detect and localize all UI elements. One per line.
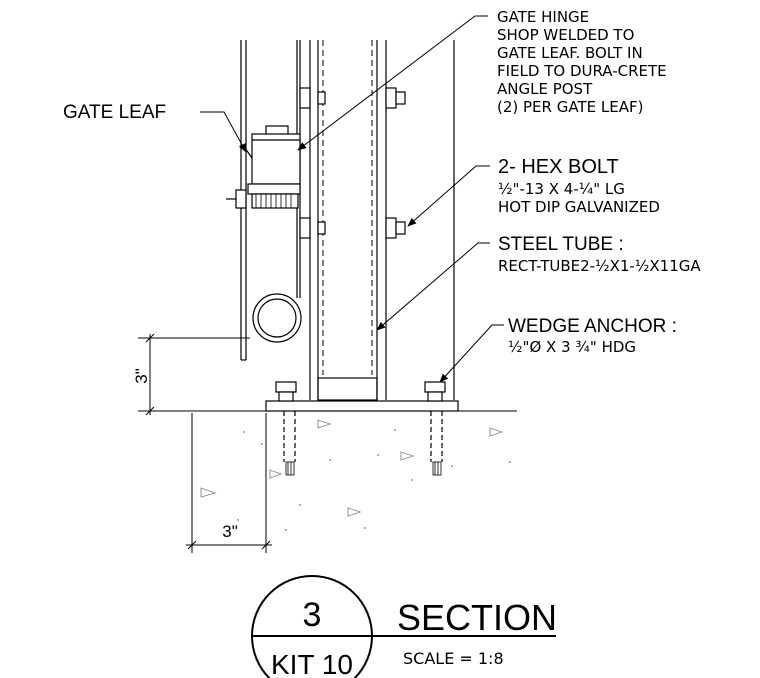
section-title-bubble: [251, 575, 556, 678]
concrete-section: [200, 419, 511, 531]
steel-tube-title: STEEL TUBE :: [498, 234, 624, 255]
gate-hinge-label: GATE HINGE SHOP WELDED TO GATE LEAF. BOL…: [497, 8, 667, 116]
gate-hinge: [226, 125, 301, 209]
leader-lines: [200, 15, 504, 383]
gate-leaf-label: GATE LEAF: [63, 102, 166, 123]
gate-hinge-line-2: SHOP WELDED TO: [497, 26, 634, 44]
horizontal-dimension-text: 3": [222, 522, 238, 541]
gate-hinge-line-6: (2) PER GATE LEAF): [497, 98, 643, 116]
wedge-anchor-spec: ½"Ø X 3 ¾" HDG: [508, 338, 636, 356]
post-bolts: [299, 87, 406, 239]
gate-hinge-line-4: FIELD TO DURA-CRETE: [497, 62, 667, 80]
section-number: 3: [303, 596, 322, 634]
steel-tube-spec: RECT-TUBE2-½X1-½X11GA: [498, 257, 701, 275]
gate-hinge-line-3: GATE LEAF. BOLT IN: [497, 44, 643, 62]
section-scale: SCALE = 1:8: [403, 649, 504, 668]
sheet-reference: KIT 10: [271, 649, 353, 678]
wedge-anchor-title: WEDGE ANCHOR :: [508, 316, 677, 337]
gate-hinge-line-5: ANGLE POST: [497, 80, 593, 98]
angle-post: [309, 40, 455, 401]
hex-bolt-finish: HOT DIP GALVANIZED: [498, 198, 660, 216]
hex-bolt-spec: ½"-13 X 4-¼" LG: [498, 180, 625, 198]
base-plate: [265, 400, 459, 412]
steel-tube-hidden-lines: [322, 40, 373, 375]
section-title: SECTION: [397, 597, 557, 638]
wedge-anchors: [275, 381, 446, 476]
horizontal-dimension: [186, 413, 272, 553]
gate-hinge-line-1: GATE HINGE: [497, 8, 589, 26]
vertical-dimension-text: 3": [132, 368, 151, 384]
hex-bolt-title: 2- HEX BOLT: [498, 156, 619, 178]
vertical-dimension: [138, 333, 250, 416]
